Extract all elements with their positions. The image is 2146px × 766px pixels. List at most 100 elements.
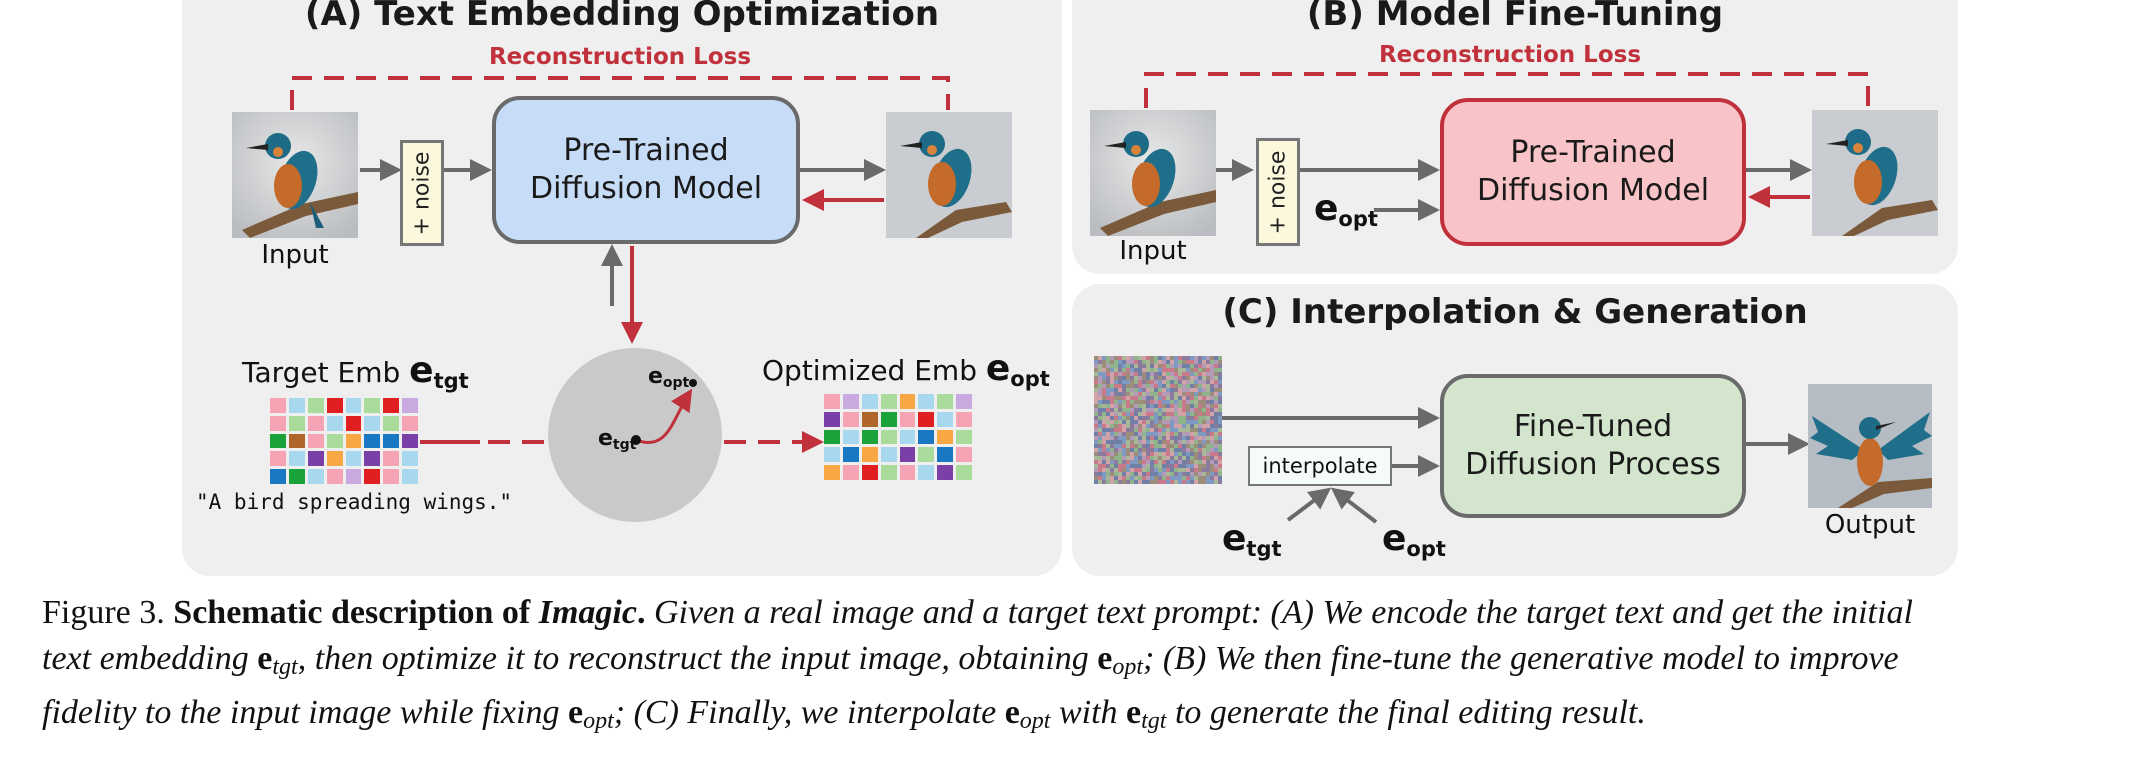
model-c-label-line-2: Diffusion Process bbox=[1465, 447, 1721, 482]
caption-bold-title: Schematic description of bbox=[173, 594, 531, 631]
optimized-emb-cell bbox=[842, 411, 859, 427]
optimized-emb-label: Optimized Emb bbox=[762, 354, 977, 387]
model-label-line-1: Pre-Trained bbox=[563, 133, 729, 168]
target-emb-cell bbox=[326, 469, 343, 484]
model-c-label-line-1: Fine-Tuned bbox=[1513, 409, 1673, 444]
panel-b-loss-line bbox=[1144, 72, 1870, 108]
panel-c-e-opt-sub: opt bbox=[1406, 537, 1446, 561]
caption-vec-5: e bbox=[1126, 694, 1142, 731]
caption-figure-label: Figure 3. bbox=[42, 594, 165, 631]
optimized-emb-symbol: e bbox=[985, 348, 1011, 389]
target-emb-cell bbox=[288, 398, 305, 413]
panel-b-input-bird-image bbox=[1090, 110, 1216, 236]
target-emb-sub: tgt bbox=[433, 369, 469, 393]
optimized-emb-cell bbox=[899, 411, 916, 427]
optimized-emb-cell bbox=[824, 394, 840, 409]
optimized-emb-cell bbox=[899, 447, 916, 463]
optimized-emb-cell bbox=[956, 429, 972, 445]
caption-vec-4: e bbox=[1004, 694, 1020, 731]
optimized-emb-cell bbox=[861, 465, 878, 480]
caption-sub-1: tgt bbox=[272, 654, 298, 680]
target-emb-label: Target Emb bbox=[242, 356, 401, 389]
optimized-emb-cell bbox=[824, 411, 840, 427]
panel-a-title: (A) Text Embedding Optimization bbox=[304, 0, 940, 34]
target-emb-cell bbox=[364, 433, 381, 449]
optimized-emb-sub: opt bbox=[1010, 367, 1050, 391]
optimized-emb-cell bbox=[918, 394, 935, 409]
target-emb-cell bbox=[288, 469, 305, 484]
target-emb-cell bbox=[345, 433, 362, 449]
target-emb-cell bbox=[383, 433, 400, 449]
target-emb-cell bbox=[307, 469, 324, 484]
optimized-emb-cell bbox=[861, 394, 878, 409]
target-emb-cell bbox=[345, 451, 362, 467]
noise-label: + noise bbox=[409, 151, 435, 235]
noise-label-b: + noise bbox=[1265, 150, 1291, 234]
optimized-emb-cell bbox=[956, 394, 972, 409]
optimized-emb-cell bbox=[842, 429, 859, 445]
panel-b-e-opt-symbol: e bbox=[1314, 188, 1339, 229]
caption-text-6: ; (C) Finally, we interpolate bbox=[613, 694, 997, 731]
caption-sub-4: opt bbox=[1019, 708, 1051, 734]
optimized-emb-cell bbox=[824, 447, 840, 463]
optimized-emb-cell bbox=[937, 394, 954, 409]
circle-e-opt: eopt bbox=[648, 364, 689, 391]
panel-c-title: (C) Interpolation & Generation bbox=[1222, 292, 1808, 332]
target-emb-cell bbox=[402, 433, 418, 449]
panel-a-noise-box: + noise bbox=[400, 140, 444, 246]
circle-e-opt-symbol: e bbox=[648, 364, 663, 389]
optimized-emb-cell bbox=[880, 447, 897, 463]
caption-text-7: with bbox=[1058, 694, 1118, 731]
caption-method-name: Imagic bbox=[538, 594, 637, 631]
target-emb-cell bbox=[288, 451, 305, 467]
target-emb-cell bbox=[307, 415, 324, 431]
optimized-emb-cell bbox=[824, 429, 840, 445]
target-emb-cell bbox=[345, 415, 362, 431]
optimized-emb-cell bbox=[880, 429, 897, 445]
optimized-emb-cell bbox=[956, 465, 972, 480]
target-emb-cell bbox=[326, 398, 343, 413]
target-emb-cell bbox=[326, 451, 343, 467]
panel-c-e-opt: eopt bbox=[1382, 518, 1446, 561]
panel-c-e-tgt: etgt bbox=[1222, 518, 1282, 561]
optimized-emb-cell bbox=[918, 465, 935, 480]
target-emb-cell bbox=[270, 451, 286, 467]
prompt-text: "A bird spreading wings." bbox=[196, 490, 513, 514]
target-emb-heading: Target Emb etgt bbox=[242, 350, 469, 393]
panel-c-e-opt-symbol: e bbox=[1382, 518, 1407, 559]
target-emb-cell bbox=[383, 398, 400, 413]
optimized-emb-cell bbox=[899, 394, 916, 409]
panel-b-e-opt: eopt bbox=[1314, 188, 1378, 231]
optimized-emb-cell bbox=[937, 429, 954, 445]
caption-text-2: text embedding bbox=[42, 640, 249, 677]
target-emb-cell bbox=[270, 398, 286, 413]
caption-sub-2: opt bbox=[1112, 654, 1144, 680]
noise-image bbox=[1094, 356, 1222, 484]
target-emb-cell bbox=[383, 469, 400, 484]
target-emb-cell bbox=[288, 433, 305, 449]
caption-text-5: fidelity to the input image while fixing bbox=[42, 694, 560, 731]
target-emb-cell bbox=[345, 398, 362, 413]
optimized-emb-cell bbox=[861, 411, 878, 427]
panel-b-title: (B) Model Fine-Tuning bbox=[1306, 0, 1724, 34]
model-b-label-line-1: Pre-Trained bbox=[1510, 135, 1676, 170]
interpolate-box: interpolate bbox=[1248, 446, 1392, 486]
optimized-emb-cell bbox=[937, 411, 954, 427]
panel-a-loss-label: Reconstruction Loss bbox=[488, 44, 752, 70]
target-emb-cell bbox=[270, 433, 286, 449]
target-emb-cell bbox=[364, 415, 381, 431]
optimized-emb-cell bbox=[918, 447, 935, 463]
caption-text-8: to generate the final editing result. bbox=[1174, 694, 1646, 731]
target-emb-cell bbox=[326, 433, 343, 449]
target-emb-cell bbox=[402, 415, 418, 431]
caption-text-1: Given a real image and a target text pro… bbox=[653, 594, 1913, 631]
target-emb-cell bbox=[402, 451, 418, 467]
panel-a-loss-line bbox=[290, 76, 950, 110]
panel-c-e-tgt-sub: tgt bbox=[1246, 537, 1282, 561]
target-emb-cell bbox=[307, 451, 324, 467]
